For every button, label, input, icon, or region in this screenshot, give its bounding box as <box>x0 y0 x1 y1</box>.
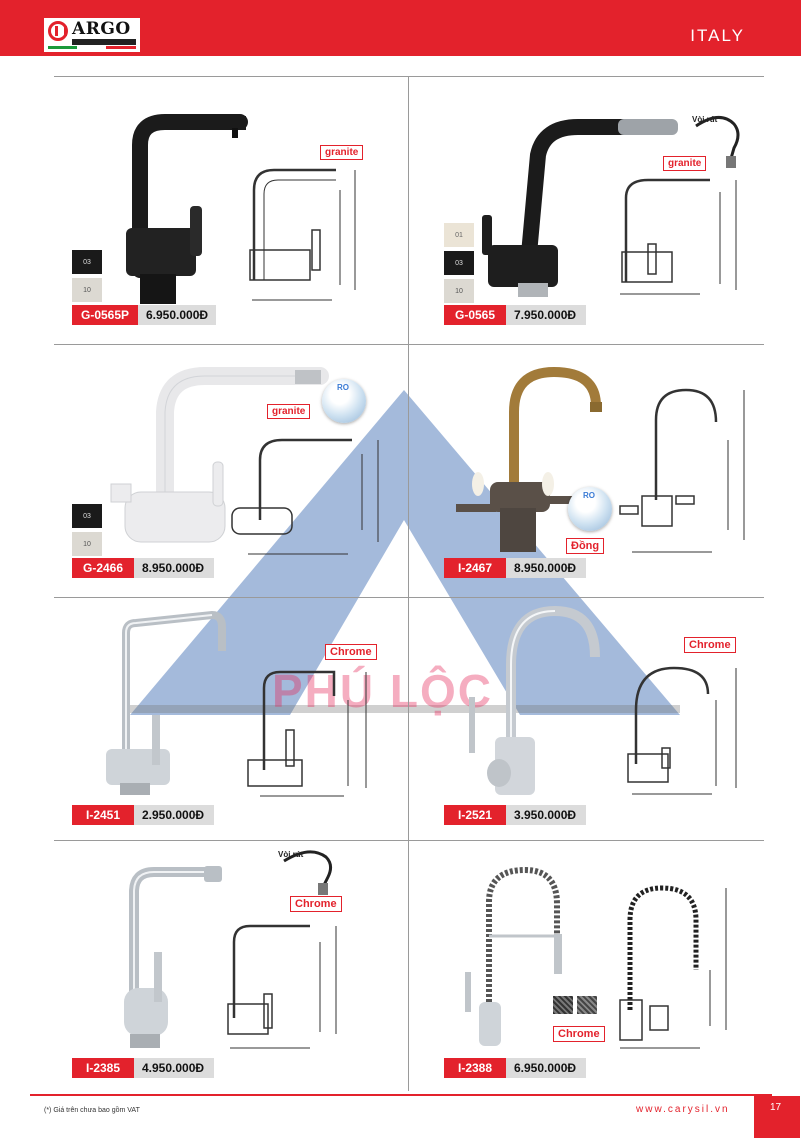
shield-logo-icon <box>48 21 68 41</box>
product-price-2: 7.950.000Đ <box>506 305 586 325</box>
technical-drawing-4 <box>619 388 745 553</box>
swatch-dark-b[interactable] <box>577 996 597 1014</box>
swatch-01[interactable]: 01 <box>444 223 474 247</box>
technical-drawing-8 <box>619 885 727 1049</box>
finish-swatches-8 <box>553 996 599 1016</box>
ro-label: RO <box>337 383 349 392</box>
hose-icon: Vòi rút <box>276 847 340 902</box>
footer-note: (*) Giá trên chưa bao gồm VAT <box>44 1107 140 1114</box>
product-code-2[interactable]: G-0565 <box>444 305 506 325</box>
footer-website-link[interactable]: www.carysil.vn <box>636 1104 730 1115</box>
product-photo-8 <box>465 866 562 1046</box>
watermark-text: PHÚ LỘC <box>272 665 493 717</box>
ro-label: RO <box>583 491 595 500</box>
hose-label: Vòi rút <box>278 850 304 859</box>
product-photo-3 <box>110 367 329 543</box>
grid-top <box>54 76 764 77</box>
technical-drawing-5 <box>247 670 367 797</box>
country-label: ITALY <box>690 26 745 45</box>
hose-label: Vòi rút <box>692 115 718 124</box>
product-price-3: 8.950.000Đ <box>134 558 214 578</box>
material-tag-3: granite <box>267 404 311 419</box>
technical-drawing-7 <box>227 924 337 1049</box>
color-swatches-1: 03 10 <box>72 250 102 306</box>
grid-row-2 <box>54 597 764 598</box>
color-swatches-2: 01 03 10 <box>444 223 474 307</box>
swatch-03[interactable]: 03 <box>72 504 102 528</box>
product-code-5[interactable]: I-2451 <box>72 805 134 825</box>
product-photo-1 <box>126 114 248 304</box>
brand-name: ARGO <box>72 19 131 39</box>
product-price-5: 2.950.000Đ <box>134 805 214 825</box>
water-drops-icon: RO <box>568 487 612 531</box>
product-photo-2 <box>482 119 678 297</box>
swatch-10[interactable]: 10 <box>72 278 102 302</box>
swatch-10[interactable]: 10 <box>444 279 474 303</box>
grid-row-1 <box>54 344 764 345</box>
swatch-10[interactable]: 10 <box>72 532 102 556</box>
color-swatches-3: 03 10 <box>72 504 102 560</box>
product-price-7: 4.950.000Đ <box>134 1058 214 1078</box>
swatch-03[interactable]: 03 <box>444 251 474 275</box>
grid-row-3 <box>54 840 764 841</box>
product-photo-4 <box>456 366 602 552</box>
italy-flag-stripe <box>48 46 136 49</box>
material-tag-4: Đồng <box>566 538 605 554</box>
material-tag-8: Chrome <box>553 1026 605 1042</box>
material-tag-1: granite <box>320 145 364 160</box>
material-tag-2: granite <box>663 156 707 171</box>
swatch-dark-a[interactable] <box>553 996 573 1014</box>
technical-drawing-6 <box>627 666 737 795</box>
material-tag-6: Chrome <box>684 637 736 653</box>
product-code-7[interactable]: I-2385 <box>72 1058 134 1078</box>
product-price-1: 6.950.000Đ <box>138 305 216 325</box>
brand-subline <box>72 39 136 45</box>
material-tag-7: Chrome <box>290 896 342 912</box>
product-photo-5 <box>106 610 226 795</box>
technical-drawing-3 <box>231 438 379 555</box>
product-code-6[interactable]: I-2521 <box>444 805 506 825</box>
material-tag-5: Chrome <box>325 644 377 660</box>
water-drops-icon: RO <box>322 379 366 423</box>
page-number: 17 <box>754 1096 800 1138</box>
grid-center <box>408 76 409 1091</box>
product-photo-7 <box>124 866 222 1048</box>
product-code-4[interactable]: I-2467 <box>444 558 506 578</box>
footer-divider <box>30 1094 772 1096</box>
hose-icon: Vòi rút <box>690 112 746 175</box>
product-price-4: 8.950.000Đ <box>506 558 586 578</box>
product-code-3[interactable]: G-2466 <box>72 558 134 578</box>
product-photo-6 <box>469 605 600 795</box>
product-code-1[interactable]: G-0565P <box>72 305 138 325</box>
technical-drawing-2 <box>620 178 737 295</box>
technical-drawing-1 <box>249 168 356 301</box>
brand-logo: ARGO <box>44 18 140 52</box>
swatch-03[interactable]: 03 <box>72 250 102 274</box>
product-code-8[interactable]: I-2388 <box>444 1058 506 1078</box>
product-price-8: 6.950.000Đ <box>506 1058 586 1078</box>
page-header: ARGO ITALY <box>0 0 801 56</box>
product-price-6: 3.950.000Đ <box>506 805 586 825</box>
